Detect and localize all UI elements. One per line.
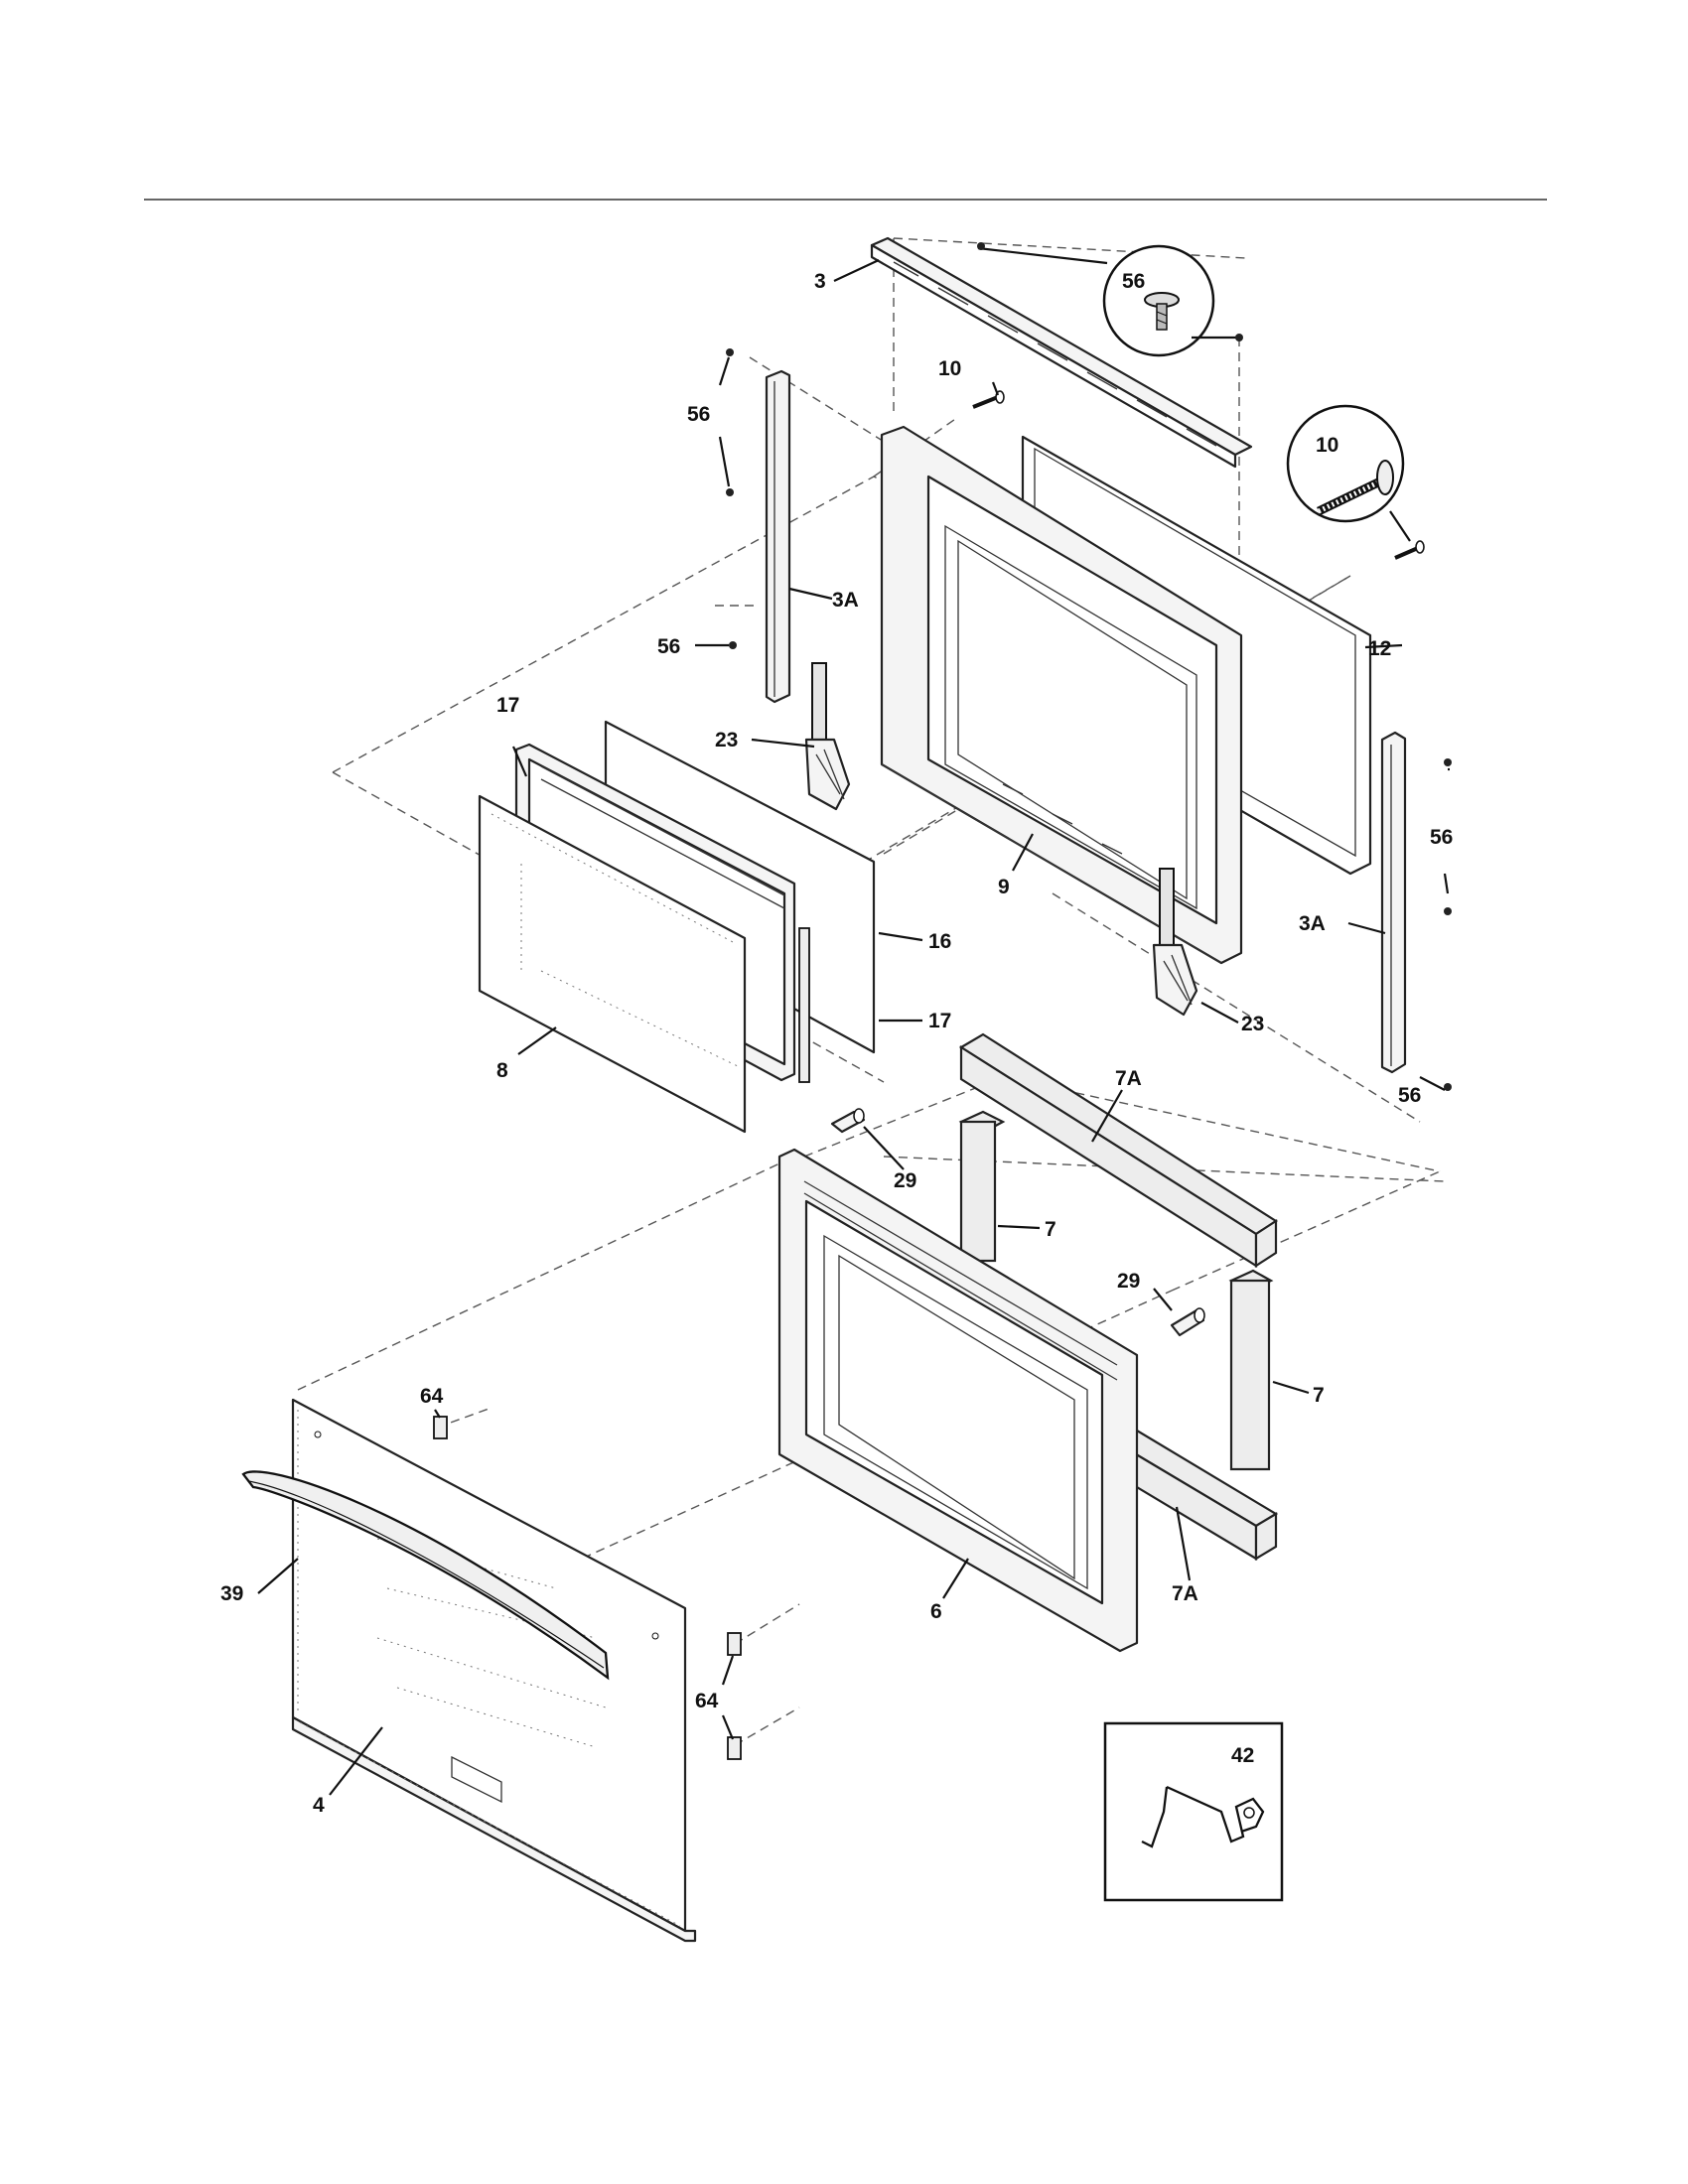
callout-56-a: 56 — [687, 403, 710, 426]
callout-64-b: 64 — [695, 1690, 719, 1712]
callout-6: 6 — [930, 1600, 942, 1623]
callout-56-c: 56 — [1430, 826, 1453, 849]
part-39-door-handle — [241, 1470, 610, 1681]
callout-42: 42 — [1231, 1744, 1254, 1767]
part-29-spacer-a — [830, 1108, 866, 1134]
part-29-spacer-b — [1170, 1307, 1205, 1337]
callout-39: 39 — [220, 1582, 243, 1605]
callout-56-d: 56 — [1398, 1084, 1421, 1107]
callout-56-zoom: 56 — [1122, 270, 1145, 293]
part-6-door-frame — [777, 1148, 1139, 1653]
callout-23-a: 23 — [715, 729, 738, 751]
callout-23-b: 23 — [1241, 1013, 1264, 1035]
callout-10-a: 10 — [938, 357, 961, 380]
callout-3A-b: 3A — [1299, 912, 1326, 935]
part-64-clip-low — [727, 1736, 742, 1760]
callout-9: 9 — [998, 876, 1010, 898]
part-3A-right-side-channel — [1380, 731, 1407, 1074]
part-3A-left-side-channel — [765, 369, 791, 704]
part-4-outer-door-panel — [291, 1398, 697, 1943]
callout-7A-b: 7A — [1172, 1582, 1198, 1605]
part-7A-insulation-top — [958, 1032, 1279, 1269]
callout-7-a: 7 — [1045, 1218, 1056, 1241]
screw-56-detail-callout — [977, 244, 1238, 357]
callout-17-a: 17 — [496, 694, 519, 717]
callout-29-b: 29 — [1117, 1270, 1140, 1293]
fastener-56-screws — [726, 242, 1452, 1091]
callout-3: 3 — [814, 270, 826, 293]
callout-10-zoom: 10 — [1316, 434, 1338, 457]
part-7-insulation-right — [1228, 1269, 1274, 1471]
callout-56-b: 56 — [657, 635, 680, 658]
callout-12: 12 — [1368, 637, 1391, 660]
callout-4: 4 — [313, 1794, 325, 1817]
bolt-10 — [972, 390, 1425, 560]
part-8-inner-glass — [478, 794, 747, 1134]
part-23-hinge-right — [1152, 868, 1198, 1017]
callout-7A-a: 7A — [1115, 1067, 1142, 1090]
bolt-10-detail-callout — [1286, 404, 1411, 542]
callout-29-a: 29 — [894, 1169, 916, 1192]
callout-7-b: 7 — [1313, 1384, 1325, 1407]
callout-16: 16 — [928, 930, 951, 953]
part-7-insulation-left-upper — [958, 1110, 1006, 1263]
part-3-top-vent-strip — [870, 236, 1253, 469]
callout-leader-lines — [257, 259, 1450, 1796]
callout-8: 8 — [496, 1059, 508, 1082]
part-23-hinge-left — [804, 662, 851, 811]
part-64-clip-mid — [727, 1632, 742, 1656]
part-42-bracket-inset — [1103, 1721, 1284, 1902]
callout-64-a: 64 — [420, 1385, 444, 1408]
part-9-inner-door-panel — [880, 425, 1243, 965]
callout-3A-a: 3A — [832, 589, 859, 612]
callout-17-b: 17 — [928, 1010, 951, 1032]
part-64-clip-top — [433, 1416, 448, 1439]
callout-labels: 3 56 10 10 56 3A 56 12 17 23 56 9 3A 16 … — [220, 270, 1453, 1817]
